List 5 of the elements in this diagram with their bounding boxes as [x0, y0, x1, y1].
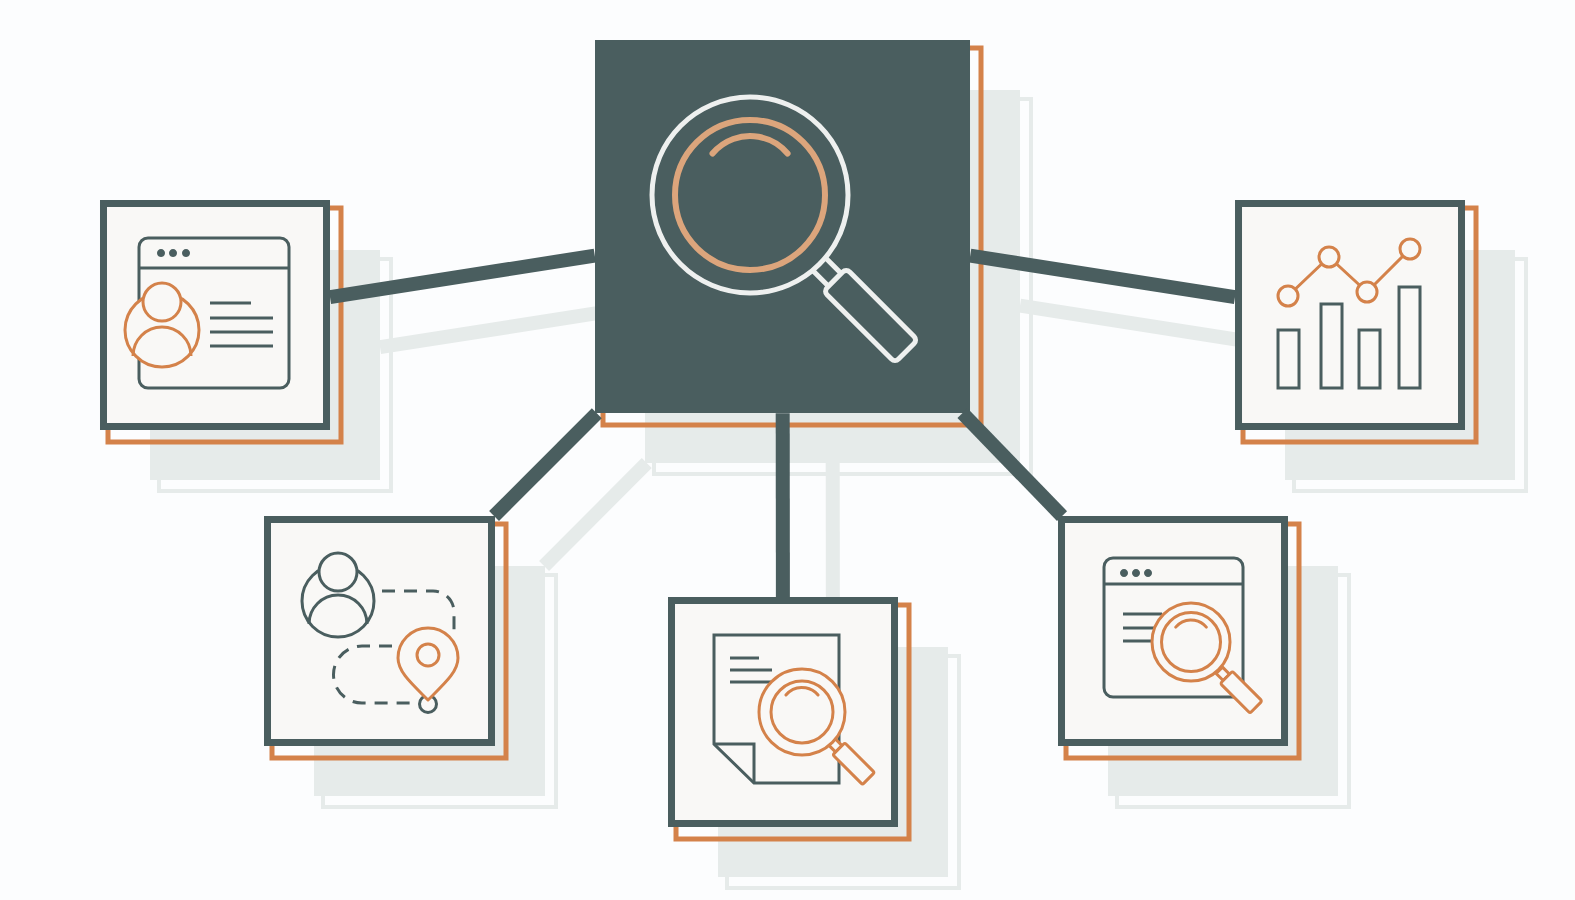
connector-line: [957, 408, 1068, 521]
connector-line: [969, 248, 1237, 305]
connector-line: [328, 248, 596, 305]
connector-line: [775, 413, 790, 597]
connector-line: [489, 408, 602, 521]
